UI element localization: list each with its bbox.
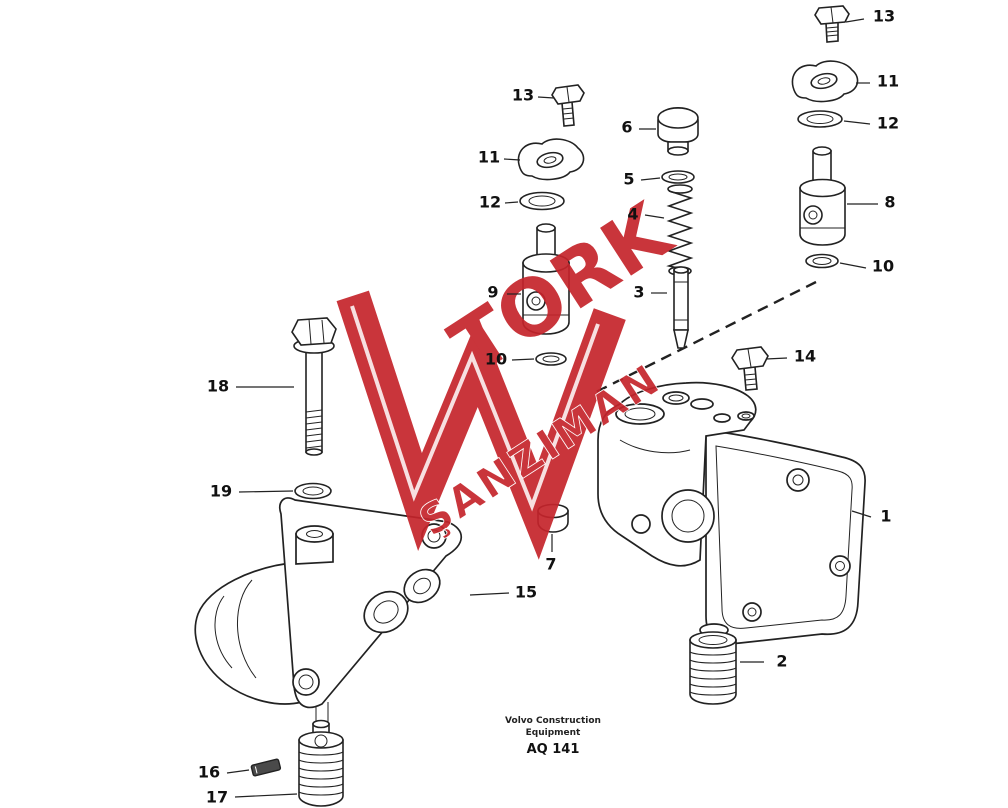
- part-11-cam-left: [517, 138, 585, 181]
- part-13-bolt-middle: [551, 84, 585, 127]
- callout-label-19: 19: [209, 481, 233, 501]
- callout-label-3: 3: [633, 282, 645, 302]
- publisher-text: Volvo Construction Equipment: [505, 716, 601, 739]
- callout-label-5: 5: [623, 169, 635, 189]
- callout-label-4: 4: [627, 204, 639, 224]
- part-19-washer: [294, 482, 332, 500]
- leader-line-11: [503, 158, 521, 161]
- callout-label-10: 10: [871, 256, 895, 276]
- callout-label-17: 17: [205, 787, 229, 807]
- callout-label-18: 18: [206, 376, 230, 396]
- tork-logo-highlight: [350, 305, 600, 512]
- part-8-valve-piston-right: [799, 146, 846, 246]
- callout-label-11: 11: [477, 147, 501, 167]
- callout-label-2: 2: [776, 651, 788, 671]
- leader-line-17: [234, 793, 298, 798]
- model-code: AQ 141: [526, 742, 580, 757]
- part-2-threaded-plug: [689, 631, 737, 705]
- callout-label-16: 16: [197, 762, 221, 782]
- leader-line-10: [839, 262, 867, 269]
- leader-lines: [226, 18, 878, 798]
- part-17-threaded-plug: [298, 719, 344, 807]
- callout-label-1: 1: [880, 506, 892, 526]
- callout-label-13: 13: [872, 6, 896, 26]
- part-10-seal-left: [535, 352, 567, 366]
- part-6-plug: [657, 107, 699, 156]
- leader-line-14: [765, 357, 788, 360]
- leader-line-12: [843, 120, 871, 125]
- publisher-line1: Volvo Construction: [505, 716, 601, 726]
- callout-label-8: 8: [884, 192, 896, 212]
- assembly-axis-dashed-line: [595, 280, 817, 394]
- callout-label-6: 6: [621, 117, 633, 137]
- leader-line-4: [644, 214, 665, 219]
- callout-label-13: 13: [511, 85, 535, 105]
- leader-line-5: [640, 177, 661, 181]
- leader-line-19: [238, 490, 294, 493]
- part-12-washer-right: [797, 110, 843, 128]
- part-3-valve-pin: [673, 266, 689, 349]
- part-9-valve-piston-left: [522, 223, 570, 335]
- callout-label-12: 12: [478, 192, 502, 212]
- leader-line-15: [469, 592, 510, 596]
- callout-label-14: 14: [793, 346, 817, 366]
- callout-label-11: 11: [876, 71, 900, 91]
- part-10-seal-right: [805, 253, 839, 269]
- part-14-bolt: [731, 346, 769, 391]
- callout-label-10: 10: [484, 349, 508, 369]
- leader-line-12: [504, 201, 519, 204]
- leader-line-10: [511, 358, 535, 361]
- part-11-cam-right: [791, 60, 859, 103]
- callout-label-9: 9: [487, 282, 499, 302]
- part-18-long-bolt: [291, 317, 337, 456]
- callout-label-7: 7: [545, 554, 557, 574]
- leader-line-13: [537, 96, 555, 99]
- publisher-line2: Equipment: [525, 727, 581, 738]
- part-15-filter-bracket: [194, 497, 463, 730]
- leader-line-16: [226, 769, 250, 774]
- part-5-washer: [661, 170, 695, 184]
- leader-line-1: [851, 510, 872, 518]
- tork-logo-mark: [336, 290, 626, 560]
- callout-label-15: 15: [514, 582, 538, 602]
- part-16-roll-pin: [250, 758, 282, 777]
- part-13-bolt-top-right: [814, 5, 850, 43]
- part-1-housing: [597, 381, 866, 645]
- callout-label-12: 12: [876, 113, 900, 133]
- part-12-washer-left: [519, 191, 565, 211]
- leader-line-13: [845, 18, 865, 23]
